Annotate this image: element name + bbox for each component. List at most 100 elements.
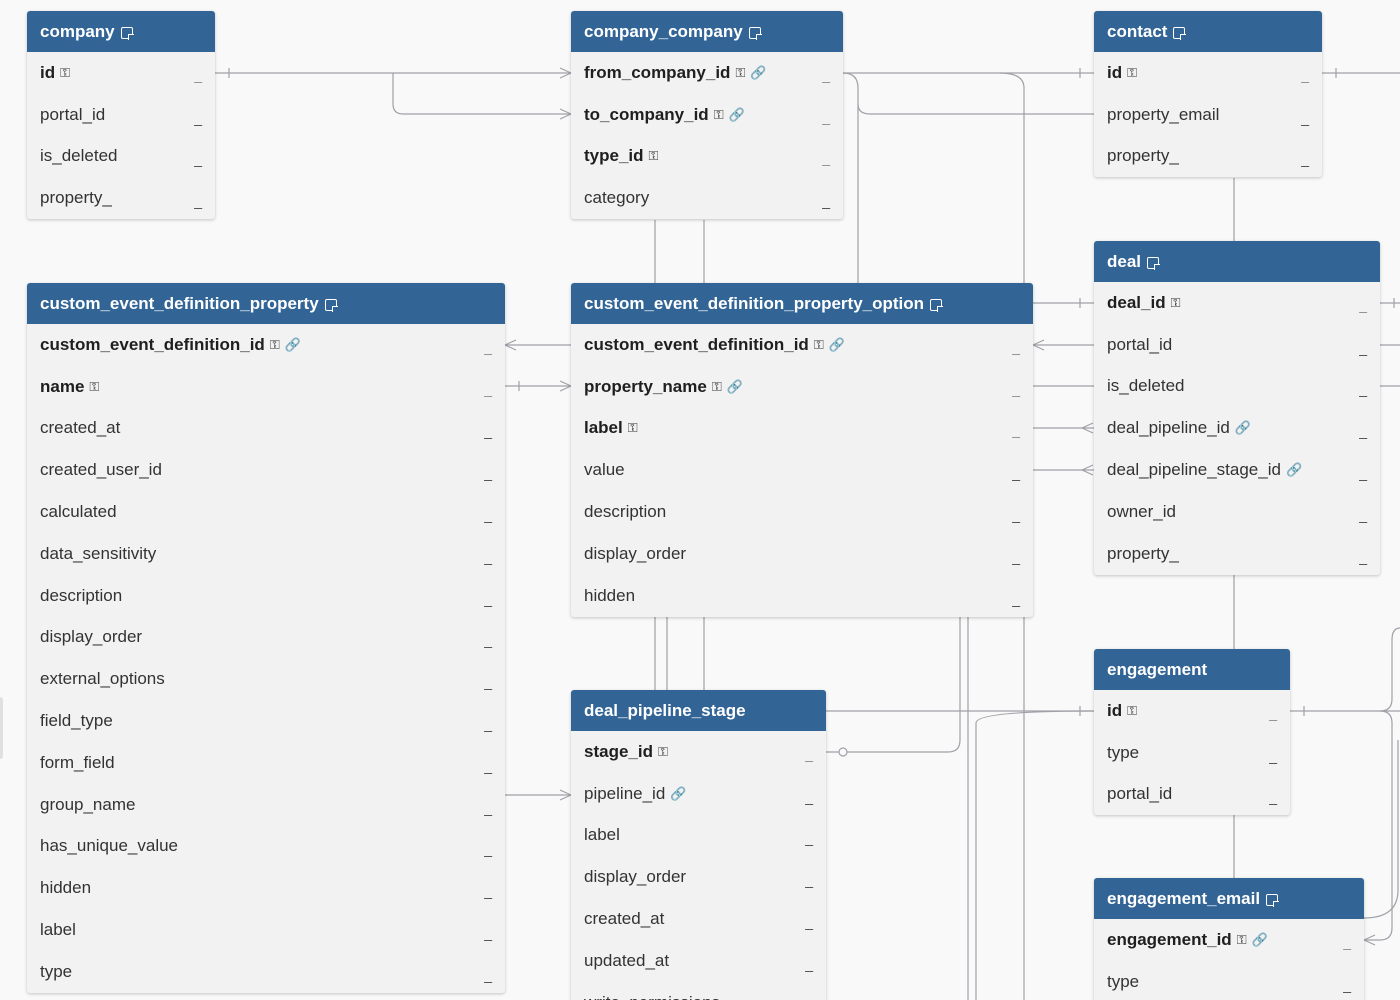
table-row[interactable]: portal_id_: [27, 94, 215, 136]
note-icon[interactable]: [120, 26, 134, 40]
table-row[interactable]: name⚿_: [27, 366, 505, 408]
table-header[interactable]: deal_pipeline_stage: [571, 690, 826, 731]
table-row[interactable]: updated_at_: [571, 940, 826, 982]
table-row[interactable]: group_name_: [27, 784, 505, 826]
table-row[interactable]: id⚿_: [27, 52, 215, 94]
nullable-marker: _: [822, 193, 830, 210]
table-row[interactable]: has_unique_value_: [27, 826, 505, 868]
table-row[interactable]: external_options_: [27, 658, 505, 700]
nullable-marker: _: [484, 339, 492, 356]
nullable-marker: _: [1012, 465, 1020, 482]
table-row[interactable]: from_company_id⚿🔗_: [571, 52, 843, 94]
table-row[interactable]: to_company_id⚿🔗_: [571, 94, 843, 136]
table-row[interactable]: property_email_: [1094, 94, 1322, 136]
column-name: property_: [40, 188, 112, 208]
table-row[interactable]: pipeline_id🔗_: [571, 773, 826, 815]
table-row[interactable]: display_order_: [571, 533, 1033, 575]
note-icon[interactable]: [1173, 26, 1187, 40]
table-row[interactable]: value_: [571, 449, 1033, 491]
column-name: hidden: [584, 585, 636, 605]
table-row[interactable]: property__: [27, 177, 215, 219]
side-panel-handle[interactable]: [0, 697, 3, 759]
table-row[interactable]: label_: [571, 815, 826, 857]
table-engagement[interactable]: engagement id⚿_type_portal_id_: [1094, 649, 1290, 816]
note-icon[interactable]: [1147, 256, 1161, 270]
table-row[interactable]: portal_id_: [1094, 774, 1290, 816]
table-header[interactable]: contact: [1094, 11, 1322, 52]
table-row[interactable]: created_at_: [571, 898, 826, 940]
table-header[interactable]: deal: [1094, 241, 1380, 282]
table-row[interactable]: type_: [1094, 732, 1290, 774]
column-name: property_: [1107, 543, 1179, 563]
table-row[interactable]: owner_id_: [1094, 491, 1380, 533]
table-row[interactable]: description_: [27, 575, 505, 617]
table-row[interactable]: field_type_: [27, 700, 505, 742]
table-row[interactable]: property_name⚿🔗_: [571, 366, 1033, 408]
table-row[interactable]: type_id⚿_: [571, 136, 843, 178]
link-icon: 🔗: [284, 336, 301, 352]
table-row[interactable]: write_permissions_: [571, 982, 826, 1000]
nullable-marker: _: [805, 955, 813, 972]
table-row[interactable]: display_order_: [27, 617, 505, 659]
link-icon: 🔗: [750, 64, 767, 80]
link-icon: 🔗: [728, 106, 745, 122]
table-row[interactable]: label_: [27, 909, 505, 951]
table-row[interactable]: data_sensitivity_: [27, 533, 505, 575]
table-row[interactable]: category _: [571, 177, 843, 219]
column-name: category: [584, 188, 650, 208]
note-icon[interactable]: [324, 298, 338, 312]
table-header[interactable]: custom_event_definition_property: [27, 283, 505, 324]
table-row[interactable]: id⚿_: [1094, 690, 1290, 732]
column-name: has_unique_value: [40, 836, 179, 856]
table-row[interactable]: portal_id_: [1094, 324, 1380, 366]
table-row[interactable]: type_: [1094, 961, 1364, 1000]
table-row[interactable]: type_: [27, 951, 505, 993]
table-row[interactable]: is_deleted_: [1094, 366, 1380, 408]
table-header[interactable]: company: [27, 11, 215, 52]
table-row[interactable]: hidden_: [27, 867, 505, 909]
note-icon[interactable]: [1266, 893, 1280, 907]
table-row[interactable]: form_field_: [27, 742, 505, 784]
key-icon: ⚿: [1127, 702, 1138, 718]
table-header[interactable]: engagement: [1094, 649, 1290, 690]
table-header[interactable]: custom_event_definition_property_option: [571, 283, 1033, 324]
table-row[interactable]: created_user_id_: [27, 449, 505, 491]
table-header[interactable]: engagement_email: [1094, 878, 1364, 919]
column-name: display_order: [40, 627, 143, 647]
crow-foot-marker: [1363, 934, 1376, 946]
note-icon[interactable]: [930, 298, 944, 312]
table-row[interactable]: created_at_: [27, 408, 505, 450]
table-title: engagement: [1107, 659, 1208, 679]
table-row[interactable]: hidden_: [571, 575, 1033, 617]
rel-company-company-down: [842, 72, 859, 283]
table-title: custom_event_definition_property: [40, 293, 319, 313]
table-row[interactable]: description_: [571, 491, 1033, 533]
table-row[interactable]: stage_id⚿_: [571, 731, 826, 773]
column-name: type: [1107, 742, 1140, 762]
table-header[interactable]: company_company: [571, 11, 843, 52]
table-row[interactable]: deal_pipeline_stage_id🔗_: [1094, 449, 1380, 491]
table-row[interactable]: property__: [1094, 533, 1380, 575]
table-row[interactable]: calculated_: [27, 491, 505, 533]
table-row[interactable]: custom_event_definition_id⚿🔗_: [571, 324, 1033, 366]
table-row[interactable]: custom_event_definition_id⚿🔗_: [27, 324, 505, 366]
table-row[interactable]: is_deleted_: [27, 136, 215, 178]
table-row[interactable]: engagement_id⚿🔗_: [1094, 919, 1364, 961]
table-row[interactable]: id⚿_: [1094, 52, 1322, 94]
table-row[interactable]: deal_pipeline_id🔗_: [1094, 407, 1380, 449]
table-row[interactable]: display_order_: [571, 856, 826, 898]
table-row[interactable]: label⚿_: [571, 408, 1033, 450]
table-row[interactable]: deal_id⚿_: [1094, 282, 1380, 324]
rel-company-to-company: [392, 73, 571, 115]
note-icon[interactable]: [748, 26, 762, 40]
table-row[interactable]: property__: [1094, 136, 1322, 178]
